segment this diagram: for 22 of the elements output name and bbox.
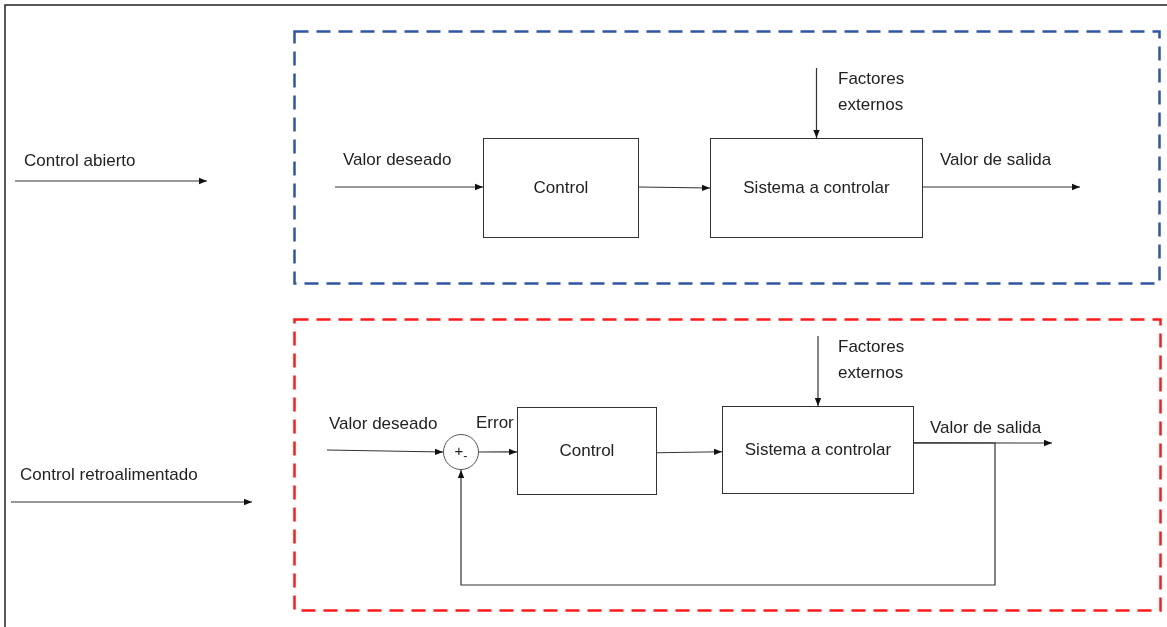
section-label: Control retroalimentado	[20, 462, 260, 490]
arrow	[813, 67, 820, 139]
disturbance-label: Factores externos	[838, 334, 928, 388]
summing-junction: +$_{-}$	[443, 434, 479, 470]
process-box: Sistema a controlar	[722, 406, 914, 494]
arrow	[638, 184, 711, 192]
arrow	[334, 183, 484, 191]
arrow	[10, 498, 253, 506]
process-box: Control	[483, 138, 639, 238]
arrow	[814, 335, 822, 407]
process-box: Sistema a controlar	[710, 138, 923, 238]
arrow	[14, 177, 208, 185]
disturbance-label: Factores externos	[838, 66, 928, 120]
dashed-frame	[293, 318, 1162, 612]
arrow	[478, 448, 518, 456]
dashed-frame	[293, 30, 1161, 285]
process-box: Control	[517, 407, 657, 495]
section-label: Control abierto	[24, 148, 174, 176]
arrow	[656, 448, 723, 456]
arrow	[457, 442, 996, 586]
arrow	[326, 448, 444, 456]
arrow	[922, 183, 1081, 191]
